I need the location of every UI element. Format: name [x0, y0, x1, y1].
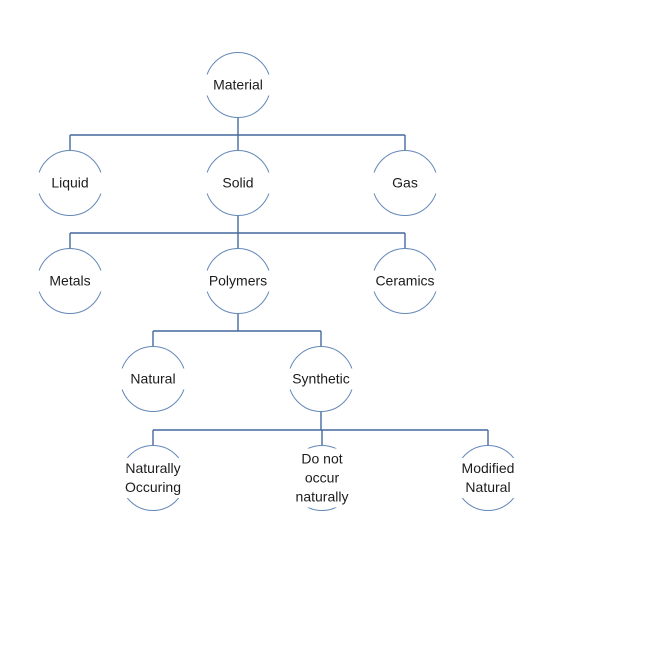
node-label: Polymers: [200, 270, 276, 292]
node-label: Material: [200, 74, 276, 96]
node-solid[interactable]: Solid: [200, 150, 276, 216]
edges-polymers-to-children: [152, 313, 322, 347]
node-label: Solid: [200, 172, 276, 194]
node-liquid[interactable]: Liquid: [32, 150, 108, 216]
node-natural[interactable]: Natural: [115, 346, 191, 412]
node-label: Do not occur naturally: [284, 448, 360, 508]
node-do-not-occur-naturally[interactable]: Do not occur naturally: [284, 445, 360, 511]
node-naturally-occuring[interactable]: Naturally Occuring: [115, 445, 191, 511]
node-label: Liquid: [32, 172, 108, 194]
node-label: Naturally Occuring: [115, 458, 191, 498]
node-metals[interactable]: Metals: [32, 248, 108, 314]
node-gas[interactable]: Gas: [367, 150, 443, 216]
edges-synthetic-to-children: [152, 411, 489, 446]
node-label: Ceramics: [367, 270, 443, 292]
node-polymers[interactable]: Polymers: [200, 248, 276, 314]
node-label: Natural: [115, 368, 191, 390]
edges-material-to-children: [69, 118, 406, 151]
node-material[interactable]: Material: [200, 52, 276, 118]
node-label: Metals: [32, 270, 108, 292]
node-ceramics[interactable]: Ceramics: [367, 248, 443, 314]
node-modified-natural[interactable]: Modified Natural: [450, 445, 526, 511]
node-label: Modified Natural: [450, 458, 526, 498]
edges-solid-to-children: [69, 215, 406, 249]
node-label: Gas: [367, 172, 443, 194]
node-synthetic[interactable]: Synthetic: [283, 346, 359, 412]
node-label: Synthetic: [283, 368, 359, 390]
